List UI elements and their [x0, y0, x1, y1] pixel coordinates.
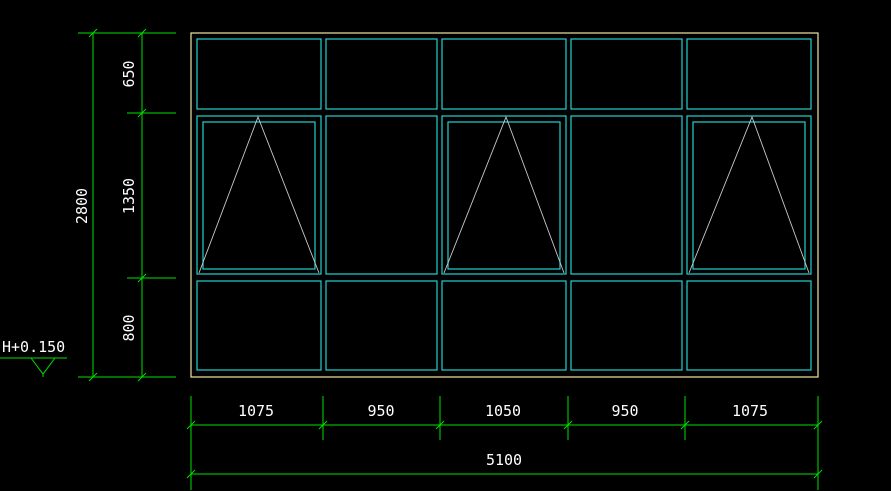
pane-top-4	[570, 38, 683, 110]
vertical-dimensions	[78, 28, 176, 382]
pane-grid	[196, 38, 812, 371]
dim-h-4: 950	[611, 402, 638, 420]
pane-mid-4	[570, 115, 683, 275]
pane-top-1	[196, 38, 322, 110]
sash-frame-3	[447, 121, 561, 270]
opening-triangle-1	[198, 115, 320, 274]
sash-frame-5	[692, 121, 806, 270]
pane-top-2	[325, 38, 438, 110]
pane-bot-4	[570, 280, 683, 371]
pane-mid-5	[686, 115, 812, 275]
dim-v-total: 2800	[73, 188, 91, 224]
pane-top-5	[686, 38, 812, 110]
horizontal-dimensions	[186, 396, 823, 490]
pane-bot-3	[441, 280, 567, 371]
pane-bot-1	[196, 280, 322, 371]
window-outer-frame	[190, 32, 819, 378]
pane-bot-2	[325, 280, 438, 371]
pane-top-3	[441, 38, 567, 110]
opening-triangle-3	[443, 115, 565, 274]
pane-mid-1	[196, 115, 322, 275]
pane-bot-5	[686, 280, 812, 371]
sash-frame-1	[202, 121, 316, 270]
dim-v-3: 800	[120, 314, 138, 341]
opening-triangle-5	[688, 115, 810, 274]
dim-v-2: 1350	[120, 178, 138, 214]
elevation-label: H+0.150	[2, 338, 65, 356]
elevation-marker	[0, 357, 67, 377]
dim-h-5: 1075	[732, 402, 768, 420]
dim-h-2: 950	[367, 402, 394, 420]
opening-indicators	[198, 115, 810, 274]
pane-mid-3	[441, 115, 567, 275]
dim-v-1: 650	[120, 60, 138, 87]
dim-h-3: 1050	[485, 402, 521, 420]
pane-mid-2	[325, 115, 438, 275]
dim-h-total: 5100	[486, 451, 522, 469]
dim-h-1: 1075	[238, 402, 274, 420]
